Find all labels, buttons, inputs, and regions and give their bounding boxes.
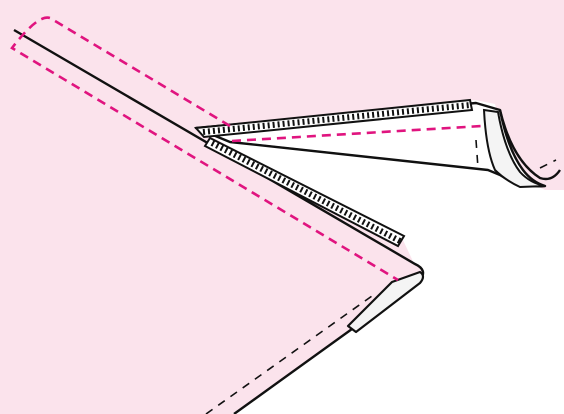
- diagram-canvas: [0, 0, 564, 414]
- sewing-diagram: [0, 0, 564, 414]
